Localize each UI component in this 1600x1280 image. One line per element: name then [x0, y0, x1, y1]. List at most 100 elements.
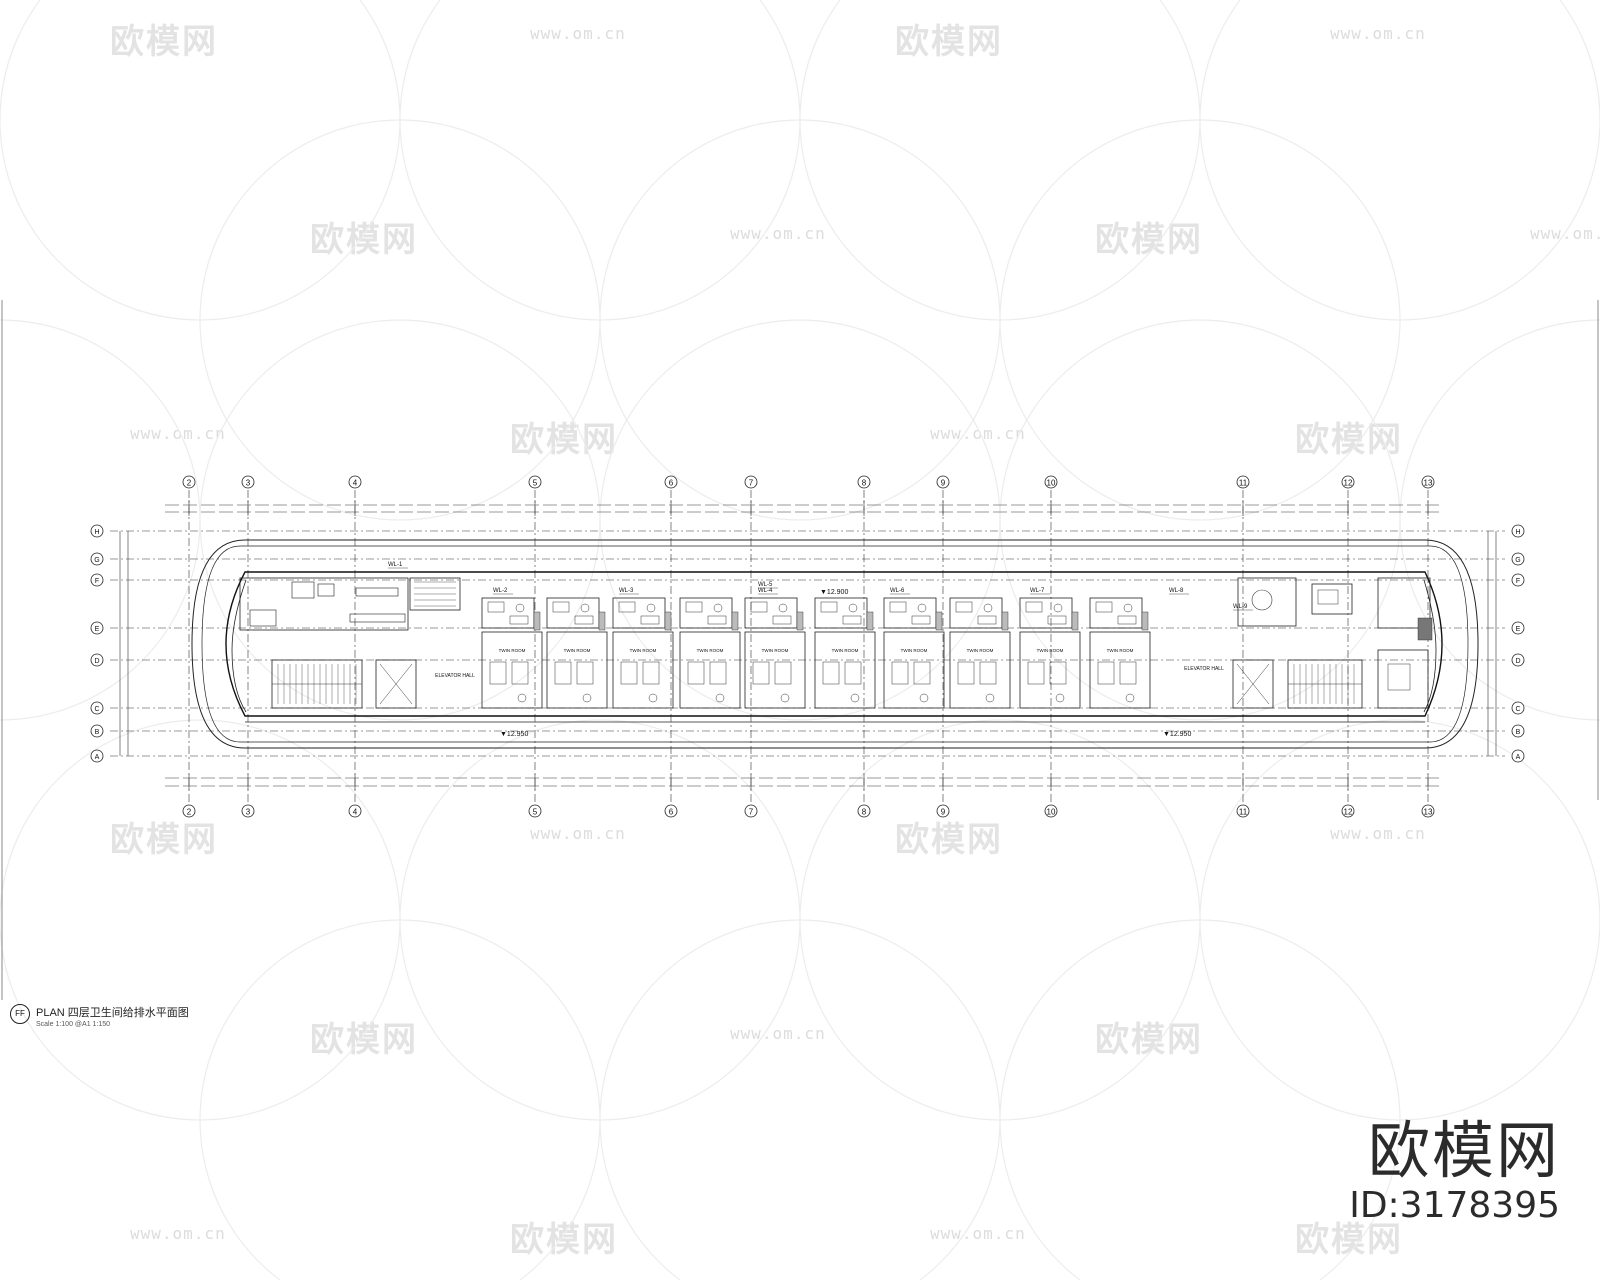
armchair	[850, 693, 860, 703]
grid-bubble-label: 5	[533, 808, 538, 817]
grid-bubble-bottom	[348, 804, 362, 818]
hull-inner	[201, 545, 1469, 743]
office-room	[239, 577, 409, 631]
elevator-right	[1232, 659, 1274, 709]
bed	[891, 661, 909, 685]
brand-id: ID:3178395	[1349, 1185, 1560, 1226]
vanity	[640, 615, 660, 625]
grid-bubble-label: 8	[862, 479, 867, 488]
room-label: TWIN ROOM	[1107, 648, 1134, 653]
armchair	[715, 693, 725, 703]
grid-bubble-label: 13	[1424, 808, 1433, 817]
pipe-tag: WL-1	[388, 562, 403, 568]
grid-bubble-label: C	[1515, 706, 1520, 713]
watermark-circle	[999, 119, 1401, 521]
pipe-shaft	[796, 611, 804, 631]
grid-bubble-label: 12	[1344, 808, 1353, 817]
grid-bubble-label: H	[1515, 529, 1520, 536]
grid-bubble-label: G	[1515, 557, 1520, 564]
plan-title-block: FF PLAN 四层卫生间给排水平面图 Scale 1:100 @A1 1:15…	[10, 1004, 189, 1028]
grid-bubble-label: 13	[1424, 479, 1433, 488]
grid-bubble-top	[182, 475, 196, 489]
bathroom	[814, 597, 868, 629]
desk	[291, 581, 315, 599]
watermark-circle	[1399, 319, 1600, 721]
pipe-shaft	[1071, 611, 1079, 631]
pipe-tag: WL-5	[758, 582, 773, 588]
brand-block: 欧模网 ID:3178395	[1345, 1118, 1560, 1228]
grid-bubble-label: 7	[749, 479, 754, 488]
grid-bubble-label: G	[94, 557, 99, 564]
pipe-shaft	[935, 611, 943, 631]
bed	[752, 661, 770, 685]
watermark-url: www.om.cn	[530, 824, 626, 843]
grid-bubble-bottom	[857, 804, 871, 818]
grid-bubble-right	[1511, 573, 1525, 587]
guest-room	[1019, 631, 1081, 709]
watermark-brand: 欧模网	[895, 820, 1003, 860]
grid-bubble-top	[1421, 475, 1435, 489]
grid-bubble-label: 4	[353, 479, 358, 488]
desk	[249, 609, 277, 627]
wc-fixture	[515, 603, 525, 613]
bed	[620, 661, 638, 685]
wc-fixture	[848, 603, 858, 613]
watermark-url: www.om.cn	[730, 224, 826, 243]
grid-bubble-bottom	[1044, 804, 1058, 818]
watermark-brand: 欧模网	[1095, 220, 1203, 260]
grid-bubble-bottom	[1236, 804, 1250, 818]
pipe-tag: WL-4	[758, 588, 773, 594]
bed	[1049, 661, 1067, 685]
pipe-tag: WL-7	[1030, 588, 1045, 594]
bed	[1119, 661, 1137, 685]
grid-bubble-bottom	[1341, 804, 1355, 818]
pipe-tag: WL-3	[619, 588, 634, 594]
room-label: TWIN ROOM	[832, 648, 859, 653]
grid-bubble-label: F	[1516, 578, 1520, 585]
bed	[576, 661, 594, 685]
wc-fixture	[983, 603, 993, 613]
pipe-shaft	[664, 611, 672, 631]
watermark-circle	[599, 919, 1001, 1280]
grid-bubble-label: E	[1516, 626, 1521, 633]
room-label: TWIN ROOM	[564, 648, 591, 653]
pipe-tag: WL-9	[1233, 604, 1248, 610]
watermark-circle	[1199, 719, 1600, 1121]
grid-bubble-right	[1511, 749, 1525, 763]
bed	[687, 661, 705, 685]
watermark-url: www.om.cn	[130, 424, 226, 443]
guest-room	[744, 631, 806, 709]
grid-bubble-bottom	[936, 804, 950, 818]
guest-room	[814, 631, 876, 709]
desk	[1317, 589, 1339, 605]
grid-bubble-label: 6	[669, 479, 674, 488]
watermark-brand: 欧模网	[110, 820, 218, 860]
grid-bubble-right	[1511, 621, 1525, 635]
bed	[844, 661, 862, 685]
guest-room	[612, 631, 674, 709]
pipe-shaft	[598, 611, 606, 631]
bathroom	[679, 597, 733, 629]
bed	[822, 661, 840, 685]
grid-bubble-label: 10	[1047, 808, 1056, 817]
grid-bubble-label: 3	[246, 808, 251, 817]
watermark-brand: 欧模网	[310, 1020, 418, 1060]
watermark-brand: 欧模网	[510, 1220, 618, 1260]
watermark-brand: 欧模网	[510, 420, 618, 460]
level-mark: ▼12.950	[1163, 731, 1191, 738]
watermark-brand: 欧模网	[895, 22, 1003, 62]
guest-room	[679, 631, 741, 709]
bathroom	[1019, 597, 1073, 629]
grid-bubble-top	[1341, 475, 1355, 489]
room-label: TWIN ROOM	[1037, 648, 1064, 653]
bathtub	[820, 601, 838, 613]
grid-bubble-left	[90, 724, 104, 738]
armchair	[648, 693, 658, 703]
curved-wall-left	[231, 579, 247, 713]
watermark-url: www.om.cn	[1330, 824, 1426, 843]
watermark-circle	[999, 919, 1401, 1280]
bathtub	[955, 601, 973, 613]
guest-room	[481, 631, 543, 709]
guest-room	[1089, 631, 1151, 709]
